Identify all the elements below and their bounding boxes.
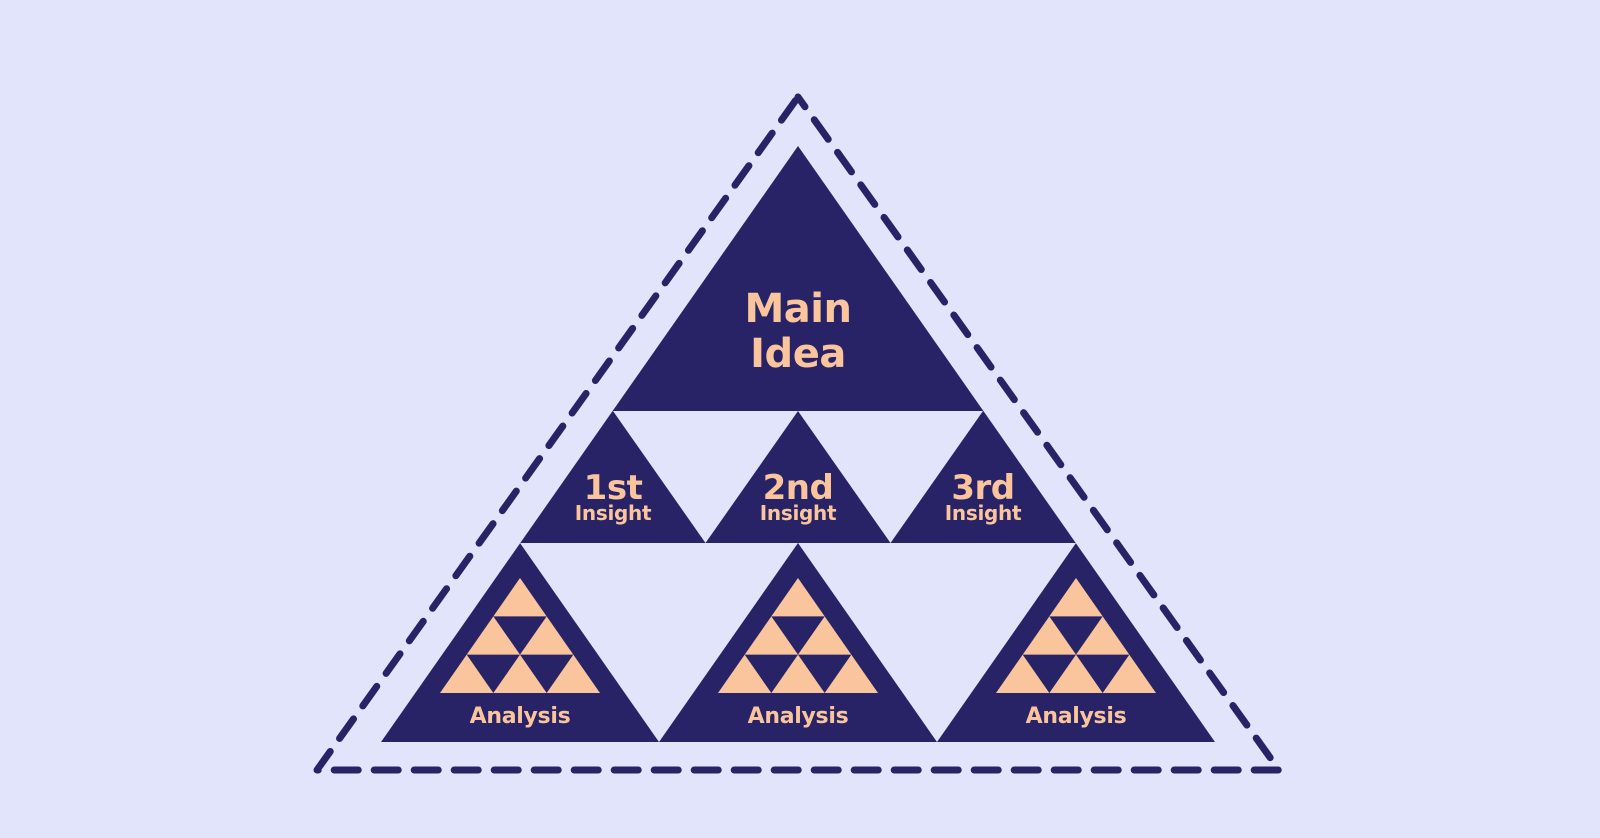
insight-2-label: Insight bbox=[760, 501, 837, 525]
insight-3-rank: 3rd bbox=[951, 468, 1014, 508]
pattern-notch-bottom-right bbox=[1076, 654, 1130, 693]
main-idea-line-1: Main bbox=[745, 286, 852, 332]
insight-2-rank: 2nd bbox=[763, 468, 834, 508]
analysis-label-center: Analysis bbox=[748, 704, 849, 729]
insight-1-label: Insight bbox=[575, 501, 652, 525]
dashed-border-triangle bbox=[313, 93, 1283, 774]
analysis-pattern-right bbox=[996, 578, 1156, 693]
pattern-notch-bottom-left bbox=[1022, 654, 1076, 693]
pattern-notch-bottom-right bbox=[520, 654, 574, 693]
analysis-label-left: Analysis bbox=[470, 704, 571, 729]
insight-1-rank: 1st bbox=[584, 468, 643, 508]
pattern-notch-bottom-left bbox=[744, 654, 798, 693]
main-idea-line-2: Idea bbox=[750, 331, 846, 377]
analysis-pattern-left bbox=[440, 578, 600, 693]
pattern-notch-middle bbox=[771, 616, 825, 655]
analysis-pattern-center bbox=[718, 578, 878, 693]
insight-3-label: Insight bbox=[945, 501, 1022, 525]
pyramid-body bbox=[381, 146, 1215, 742]
pattern-notch-bottom-right bbox=[798, 654, 852, 693]
pattern-notch-middle bbox=[1049, 616, 1103, 655]
pattern-notch-bottom-left bbox=[466, 654, 520, 693]
pattern-notch-middle bbox=[493, 616, 547, 655]
analysis-label-right: Analysis bbox=[1026, 704, 1127, 729]
